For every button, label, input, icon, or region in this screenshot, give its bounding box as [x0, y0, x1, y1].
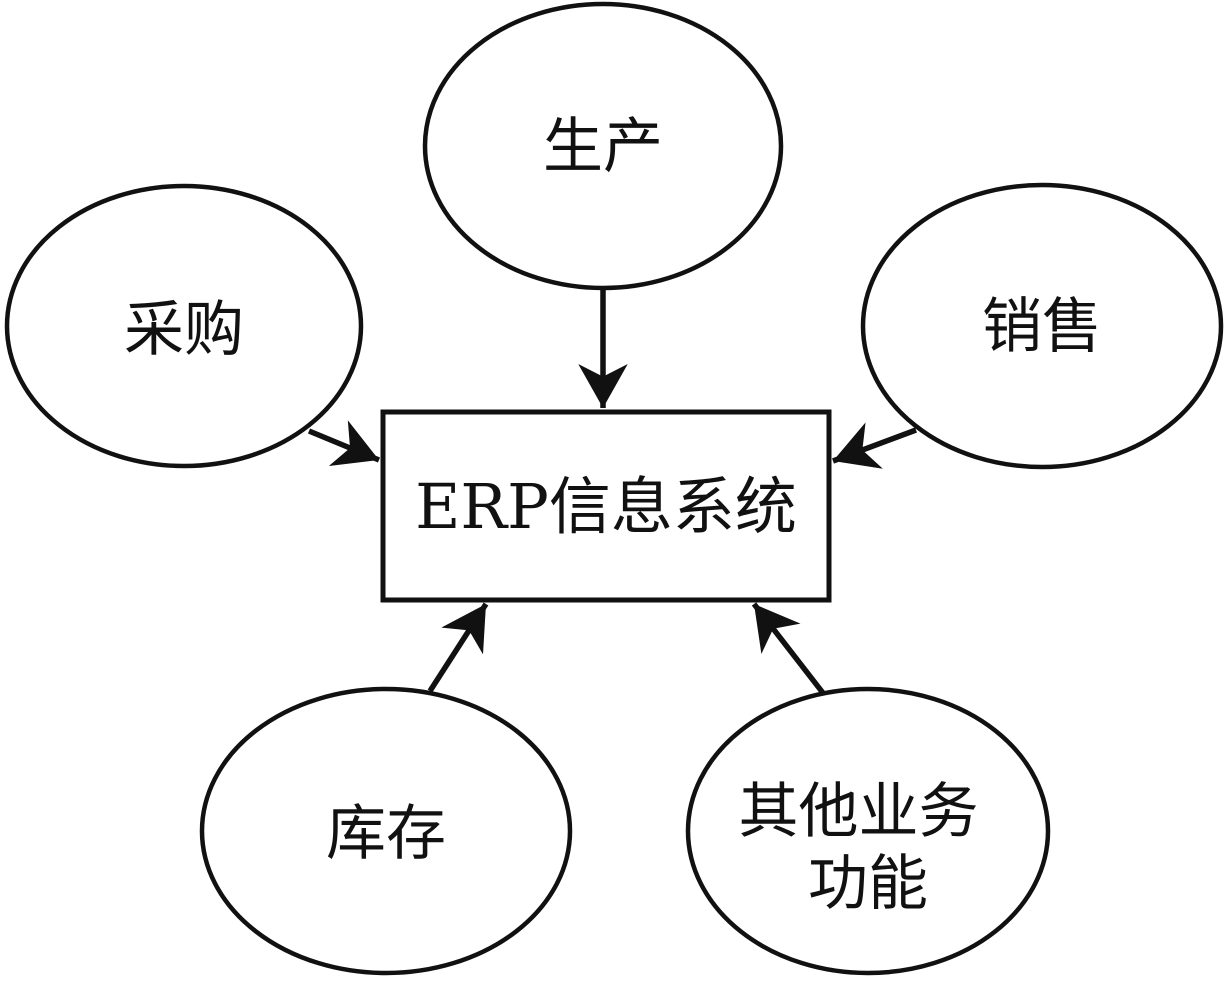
procurement-label: 采购 — [124, 295, 244, 365]
node-sales: 销售 — [860, 182, 1224, 470]
procurement-ellipse — [4, 183, 364, 469]
other-functions-label: 其他业务 功能 — [738, 777, 997, 919]
other-functions-ellipse — [685, 686, 1051, 976]
sales-ellipse — [860, 182, 1224, 470]
node-procurement: 采购 — [4, 183, 364, 469]
erp-system-box: ERP信息系统 — [380, 409, 832, 603]
production-ellipse — [422, 1, 784, 291]
erp-system-label: ERP信息系统 — [415, 470, 797, 543]
arrow-procurement-to-erp — [307, 420, 381, 467]
inventory-ellipse — [199, 686, 573, 976]
node-other-functions: 其他业务 功能 — [685, 686, 1051, 976]
arrow-sales-to-erp — [832, 422, 917, 469]
production-label: 生产 — [543, 112, 663, 182]
arrow-other-functions-to-erp — [751, 602, 826, 695]
node-inventory: 库存 — [199, 686, 573, 976]
other-functions-label-line2: 功能 — [808, 849, 928, 919]
inventory-label: 库存 — [326, 799, 446, 869]
sales-label: 销售 — [982, 292, 1102, 362]
other-functions-label-line1: 其他业务 — [738, 777, 978, 847]
erp-system-rect — [380, 409, 832, 603]
arrow-inventory-to-erp — [427, 602, 489, 693]
node-production: 生产 — [422, 1, 784, 291]
